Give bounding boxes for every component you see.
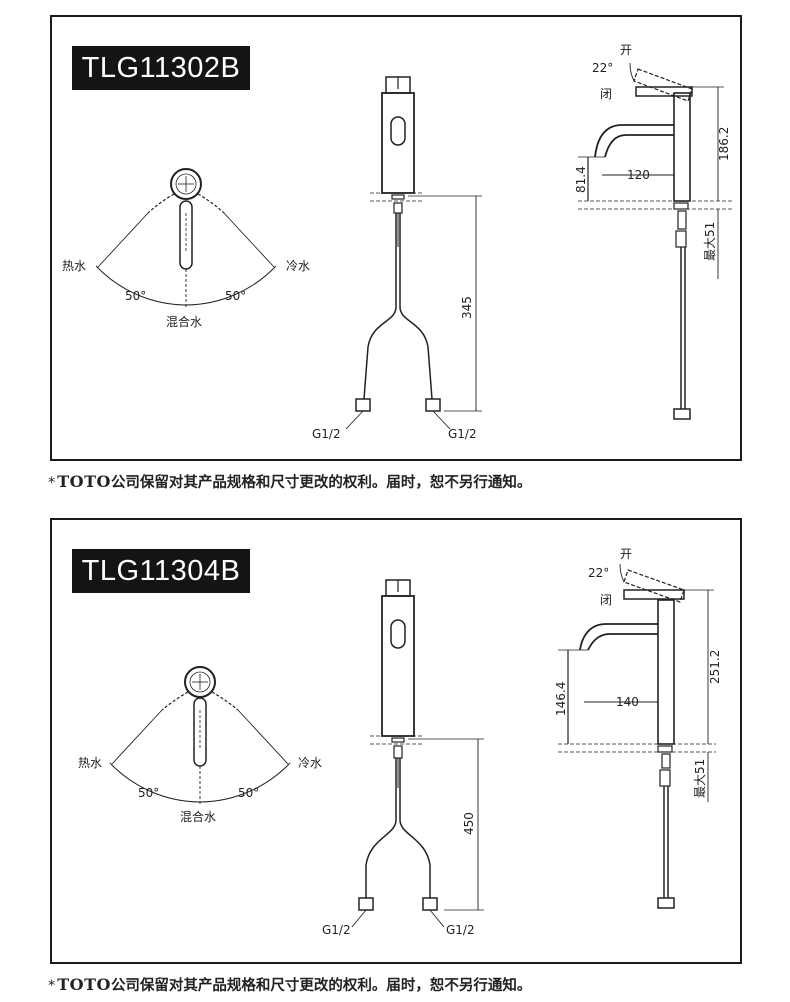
spout-reach-label: 120: [627, 168, 650, 182]
angle-left-label: 50°: [138, 786, 159, 800]
asterisk: *: [48, 475, 56, 491]
close-label: 闭: [600, 593, 612, 607]
angle-right-label: 50°: [238, 786, 259, 800]
spout-height-label: 81.4: [574, 166, 588, 193]
faucet-front-view: [345, 76, 482, 430]
faucet-front-view: [351, 579, 484, 928]
inlet-right-label: G1/2: [448, 427, 477, 441]
angle-left-label: 50°: [125, 289, 146, 303]
hot-water-label: 热水: [62, 259, 86, 273]
disclaimer-note-2: *TOTO公司保留对其产品规格和尺寸更改的权利。届时，恕不另行通知。: [48, 974, 531, 995]
cold-water-label: 冷水: [298, 756, 322, 770]
max-deck-label: 最大51: [693, 759, 707, 798]
tilt-angle-label: 22°: [588, 566, 609, 580]
model-number-badge: TLG11302B: [72, 46, 250, 90]
spout-height-label: 146.4: [554, 682, 568, 716]
asterisk: *: [48, 978, 56, 994]
open-label: 开: [620, 43, 632, 57]
angle-right-label: 50°: [225, 289, 246, 303]
hot-water-label: 热水: [78, 756, 102, 770]
max-deck-label: 最大51: [703, 222, 717, 261]
technical-drawing: 热水 冷水 50° 50° 混合水 G1/2 G1/2 345 开 22° 闭 …: [62, 43, 732, 441]
handle-top-view: [109, 666, 291, 806]
model-number-badge: TLG11304B: [72, 549, 250, 593]
inlet-left-label: G1/2: [322, 923, 351, 937]
disclaimer-note-1: *TOTO公司保留对其产品规格和尺寸更改的权利。届时，恕不另行通知。: [48, 471, 531, 492]
mixed-water-label: 混合水: [166, 314, 202, 329]
disclaimer-text: 公司保留对其产品规格和尺寸更改的权利。届时，恕不另行通知。: [110, 978, 532, 994]
product-panel-1: TLG11302B: [50, 15, 742, 461]
inlet-right-label: G1/2: [446, 923, 475, 937]
cold-water-label: 冷水: [286, 259, 310, 273]
tilt-angle-label: 22°: [592, 61, 613, 75]
brand-name: TOTO: [57, 975, 111, 994]
hose-length-label: 450: [462, 812, 476, 835]
faucet-side-view: [578, 62, 732, 420]
product-panel-2: TLG11304B: [50, 518, 742, 964]
hose-length-label: 345: [460, 296, 474, 319]
disclaimer-text: 公司保留对其产品规格和尺寸更改的权利。届时，恕不另行通知。: [110, 475, 532, 491]
handle-top-view: [95, 168, 277, 309]
spout-reach-label: 140: [616, 695, 639, 709]
technical-drawing: 热水 冷水 50° 50° 混合水 G1/2 G1/2 450 开 22° 闭 …: [78, 547, 722, 937]
mixed-water-label: 混合水: [180, 809, 216, 824]
faucet-side-view: [558, 563, 716, 909]
brand-name: TOTO: [57, 472, 111, 491]
close-label: 闭: [600, 87, 612, 101]
total-height-label: 251.2: [708, 650, 722, 684]
total-height-label: 186.2: [717, 127, 731, 161]
open-label: 开: [620, 547, 632, 561]
inlet-left-label: G1/2: [312, 427, 341, 441]
